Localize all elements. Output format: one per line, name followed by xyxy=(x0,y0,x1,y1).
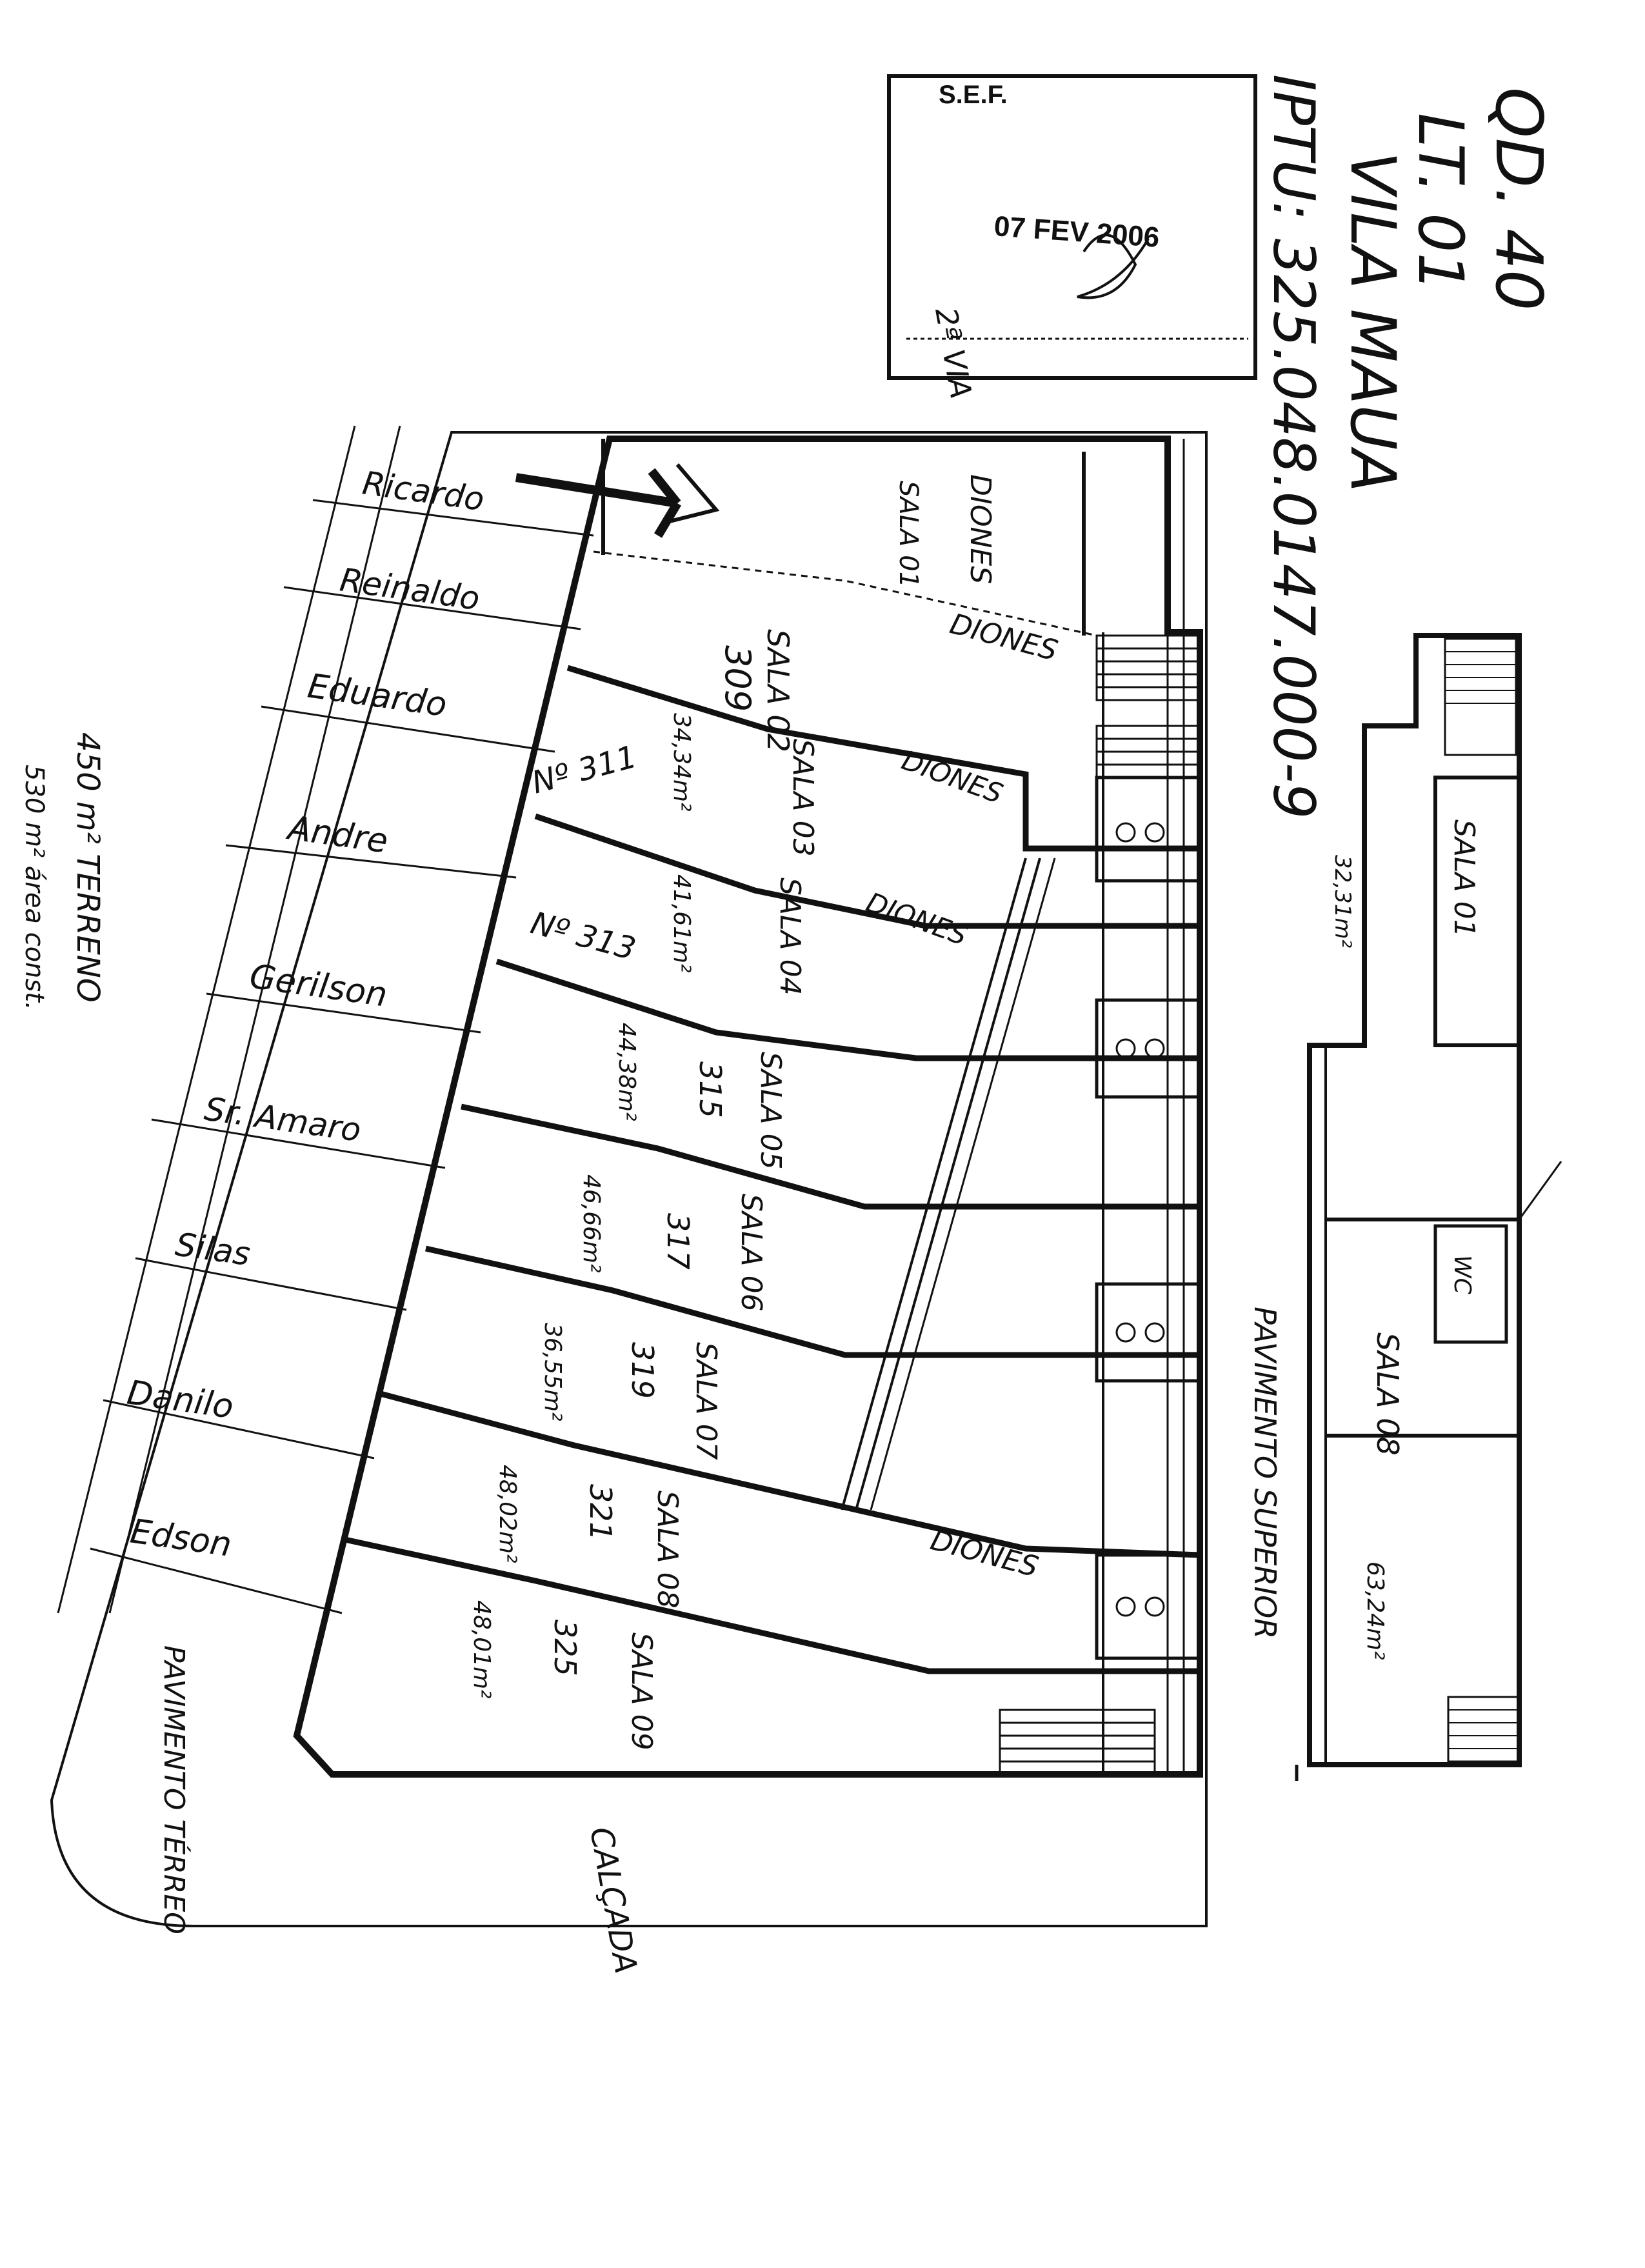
room-area: 44,38m² xyxy=(613,1023,640,1121)
header: QD. 40 LT. 01 VILA MAUA IPTU: 325.048.01… xyxy=(1261,74,1557,819)
side-note-1: 450 m² TERRENO xyxy=(70,732,106,1003)
upper-room-08-label: SALA 08 xyxy=(1370,1332,1405,1456)
side-note-2: 530 m² área const. xyxy=(19,765,49,1010)
room-labels: SALA 01 DIONES SALA 02 309 DIONES SALA 0… xyxy=(468,474,1061,1751)
occupant-name: Reinaldo xyxy=(337,561,482,617)
room-number: 325 xyxy=(548,1620,583,1676)
room-label: SALA 05 xyxy=(754,1052,787,1170)
room-area: 48,01m² xyxy=(468,1600,495,1699)
header-neighborhood: VILA MAUA xyxy=(1337,152,1409,492)
misc-labels: PAVIMENTO TÉRREO CALÇADA 450 m² TERRENO … xyxy=(19,732,644,1976)
room-number: 317 xyxy=(661,1213,695,1270)
stamp: S.E.F. 07 FEV 2006 2ª VIA xyxy=(887,74,1257,401)
stamp-agency: S.E.F. xyxy=(939,81,1008,109)
room-note: DIONES xyxy=(862,886,972,952)
lot-boundary xyxy=(50,431,1208,1927)
arrow-head-icon xyxy=(664,463,720,525)
header-block: QD. 40 xyxy=(1481,87,1557,311)
room-number: 319 xyxy=(625,1342,660,1399)
name-callouts xyxy=(57,425,594,1614)
room-note: DIONES xyxy=(898,744,1007,810)
bathroom-block-3 xyxy=(1095,1282,1202,1383)
room-label: SALA 01 xyxy=(893,481,923,588)
room-label: SALA 07 xyxy=(690,1342,723,1460)
room-number: 309 xyxy=(717,645,758,712)
room-label: SALA 04 xyxy=(773,878,806,996)
sala01-wall xyxy=(601,439,1086,636)
room-label: SALA 09 xyxy=(625,1632,658,1751)
stamp-signature xyxy=(1077,234,1150,299)
room-number: 315 xyxy=(693,1061,728,1118)
building-outline xyxy=(293,436,1203,1778)
ground-floor-plan xyxy=(50,431,1208,1927)
divider-3 xyxy=(534,813,1200,929)
corridor-line-c xyxy=(870,858,1056,1510)
room-number: Nº 311 xyxy=(528,739,641,801)
stairs-top xyxy=(1095,634,1201,779)
upper-room-01-box xyxy=(1433,776,1521,1047)
stamp-date: 07 FEV 2006 xyxy=(993,210,1161,254)
divider-4 xyxy=(495,958,1200,1061)
room-number: 321 xyxy=(583,1484,618,1541)
room-label: SALA 08 xyxy=(651,1490,684,1609)
upper-wc-label: WC xyxy=(1449,1255,1475,1295)
room-note: DIONES xyxy=(964,474,997,584)
room-area: 48,02m² xyxy=(494,1465,521,1563)
bathroom-block-1 xyxy=(1095,776,1202,883)
stamp-handwritten-note: 2ª VIA xyxy=(928,305,979,401)
upper-wc-box xyxy=(1433,1224,1508,1344)
occupant-name: Silas xyxy=(173,1225,252,1273)
upper-room-01-label: SALA 01 xyxy=(1448,819,1480,938)
room-area: 46,66m² xyxy=(578,1174,604,1273)
upper-floor-plan xyxy=(1295,633,1562,1781)
ground-floor-title: PAVIMENTO TÉRREO xyxy=(157,1645,192,1934)
upper-stairs xyxy=(1444,637,1517,756)
divider-1 xyxy=(593,550,1097,637)
upper-outline xyxy=(1307,633,1522,1767)
divider-6 xyxy=(425,1245,1200,1358)
header-lot: LT. 01 xyxy=(1404,113,1477,292)
upper-floor-labels: SALA 01 32,31m² SALA 08 63,24m² WC PAVIM… xyxy=(1248,819,1480,1660)
room-label: SALA 06 xyxy=(735,1194,768,1312)
bathroom-block-4 xyxy=(1095,1553,1202,1660)
occupant-names: Ricardo Reinaldo Eduardo Andre Gerilson … xyxy=(125,464,486,1564)
bathroom-block-2 xyxy=(1095,998,1202,1099)
occupant-name: Edson xyxy=(128,1512,234,1564)
room-area: 34,34m² xyxy=(668,713,695,812)
header-iptu: IPTU: 325.048.0147.000-9 xyxy=(1261,74,1327,819)
divider-8 xyxy=(341,1536,1200,1674)
upper-floor-title: PAVIMENTO SUPERIOR xyxy=(1248,1307,1282,1639)
occupant-name: Gerilson xyxy=(247,957,390,1014)
occupant-name: Danilo xyxy=(125,1373,235,1426)
room-note: DIONES xyxy=(946,607,1061,667)
street-label: CALÇADA xyxy=(583,1824,644,1976)
stairs-bottom xyxy=(999,1709,1156,1776)
entry-arrow-icon xyxy=(515,468,682,538)
upper-room-08-area: 63,24m² xyxy=(1362,1561,1388,1660)
room-number: Nº 313 xyxy=(527,905,639,967)
divider-5 xyxy=(461,1103,1200,1210)
divider-7 xyxy=(379,1390,1201,1558)
room-label: SALA 03 xyxy=(786,739,819,857)
upper-room-01-area: 32,31m² xyxy=(1330,855,1355,948)
corridor-line-a xyxy=(841,858,1027,1510)
room-label: SALA 02 xyxy=(761,629,795,752)
corridor-line-b xyxy=(855,858,1041,1510)
room-area: 41,61m² xyxy=(668,874,695,973)
room-note: DIONES xyxy=(927,1523,1042,1583)
room-area: 36,55m² xyxy=(539,1323,566,1421)
divider-2 xyxy=(566,665,1200,852)
